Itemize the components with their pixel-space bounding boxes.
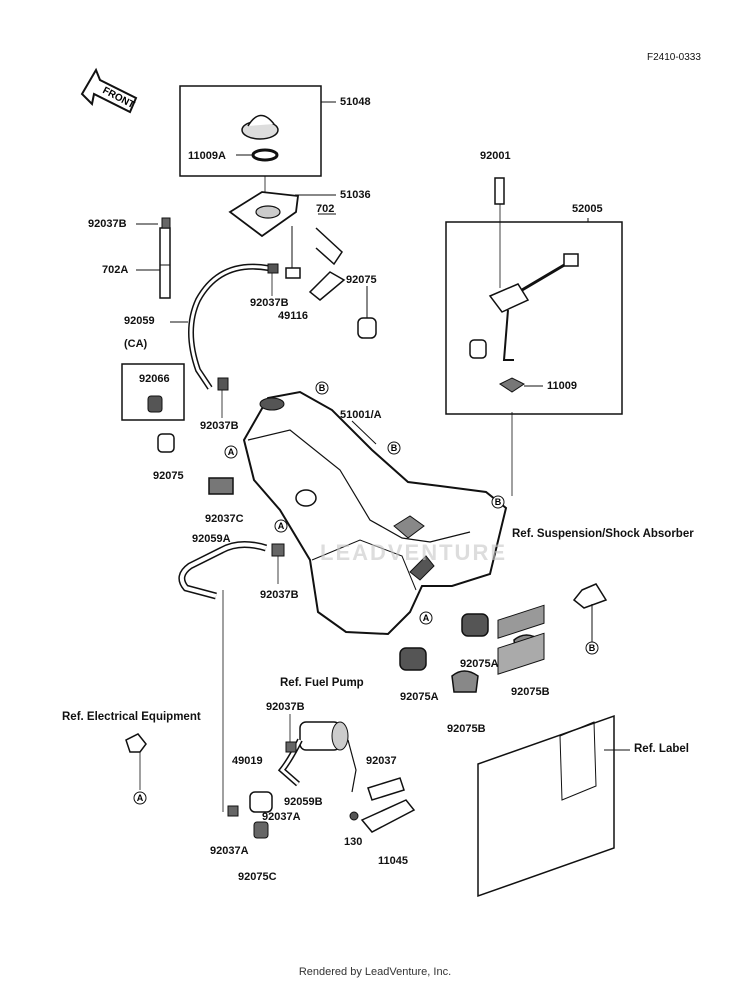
damper-92075a-icon bbox=[399, 613, 489, 671]
electrical-clip-icon bbox=[125, 733, 147, 753]
fuel-filter-icon bbox=[249, 791, 273, 839]
part-92066: 92066 bbox=[139, 373, 170, 385]
part-702a: 702A bbox=[102, 264, 129, 276]
part-92037a: 92037A bbox=[262, 811, 301, 823]
fuel-cap-icon bbox=[241, 114, 279, 162]
part-92037b: 92037B bbox=[200, 420, 239, 432]
part-49019: 49019 bbox=[232, 755, 263, 767]
fuel-pump-icon bbox=[277, 721, 357, 793]
part-92001: 92001 bbox=[480, 150, 511, 162]
marker-b: B bbox=[391, 443, 398, 453]
fuel-gauge-unit-icon bbox=[469, 177, 579, 393]
part-702: 702 bbox=[316, 203, 335, 215]
part-92059: 92059 bbox=[124, 315, 155, 327]
part-92059a: 92059A bbox=[192, 533, 231, 545]
marker-circles: B A B B A A B A bbox=[133, 381, 599, 805]
front-arrow-icon: FRONT bbox=[80, 67, 138, 114]
part-92075a: 92075A bbox=[460, 658, 499, 670]
grommet-92075-icon bbox=[357, 317, 377, 339]
part-92037b: 92037B bbox=[260, 589, 299, 601]
marker-a: A bbox=[228, 447, 235, 457]
hose-702a-icon bbox=[159, 227, 171, 299]
part-52005: 52005 bbox=[572, 203, 603, 215]
label-sheet-icon bbox=[477, 604, 615, 898]
bracket-11045-icon bbox=[349, 777, 416, 833]
box-52005 bbox=[445, 221, 623, 415]
ca-marker: (CA) bbox=[124, 338, 148, 350]
clip-92037c-icon bbox=[208, 477, 234, 495]
ref-suspension-link[interactable]: Ref. Suspension/Shock Absorber bbox=[512, 528, 694, 540]
part-51048: 51048 bbox=[340, 96, 371, 108]
hose-702-icon bbox=[308, 227, 346, 301]
part-92075b: 92075B bbox=[447, 723, 486, 735]
part-92075b: 92075B bbox=[511, 686, 550, 698]
ref-electrical-link[interactable]: Ref. Electrical Equipment bbox=[62, 711, 201, 723]
ref-fuel-pump-link[interactable]: Ref. Fuel Pump bbox=[280, 677, 364, 689]
part-92037a: 92037A bbox=[210, 845, 249, 857]
part-92037b: 92037B bbox=[88, 218, 127, 230]
part-92037: 92037 bbox=[366, 755, 397, 767]
part-92037b: 92037B bbox=[266, 701, 305, 713]
footer-credit: Rendered by LeadVenture, Inc. bbox=[298, 966, 452, 978]
box-ca bbox=[121, 363, 185, 421]
part-92075a: 92075A bbox=[400, 691, 439, 703]
ref-label-link[interactable]: Ref. Label bbox=[634, 743, 689, 755]
part-51001a: 51001/A bbox=[340, 409, 382, 421]
part-11045: 11045 bbox=[378, 855, 408, 867]
part-51036: 51036 bbox=[340, 189, 371, 201]
marker-a: A bbox=[137, 793, 144, 803]
watermark: LEADVENTURE bbox=[320, 540, 508, 565]
part-49116: 49116 bbox=[278, 310, 308, 322]
part-92037b: 92037B bbox=[250, 297, 289, 309]
part-92075: 92075 bbox=[346, 274, 377, 286]
box-51048 bbox=[179, 85, 322, 177]
marker-b: B bbox=[589, 643, 596, 653]
part-92075c: 92075C bbox=[238, 871, 277, 883]
marker-a: A bbox=[423, 613, 430, 623]
diagram-code: F2410-0333 bbox=[647, 52, 701, 63]
suspension-bracket-icon bbox=[572, 583, 608, 609]
hose-92059-icon bbox=[188, 263, 269, 390]
part-130: 130 bbox=[344, 836, 363, 848]
marker-b: B bbox=[495, 497, 502, 507]
marker-a: A bbox=[278, 521, 285, 531]
part-92075: 92075 bbox=[153, 470, 184, 482]
part-92037c: 92037C bbox=[205, 513, 244, 525]
marker-b: B bbox=[319, 383, 326, 393]
part-92059b: 92059B bbox=[284, 796, 323, 808]
fuel-tank-icon bbox=[242, 390, 508, 636]
part-11009: 11009 bbox=[547, 380, 577, 392]
cap-mount-icon bbox=[228, 191, 300, 238]
part-11009a: 11009A bbox=[188, 150, 226, 162]
